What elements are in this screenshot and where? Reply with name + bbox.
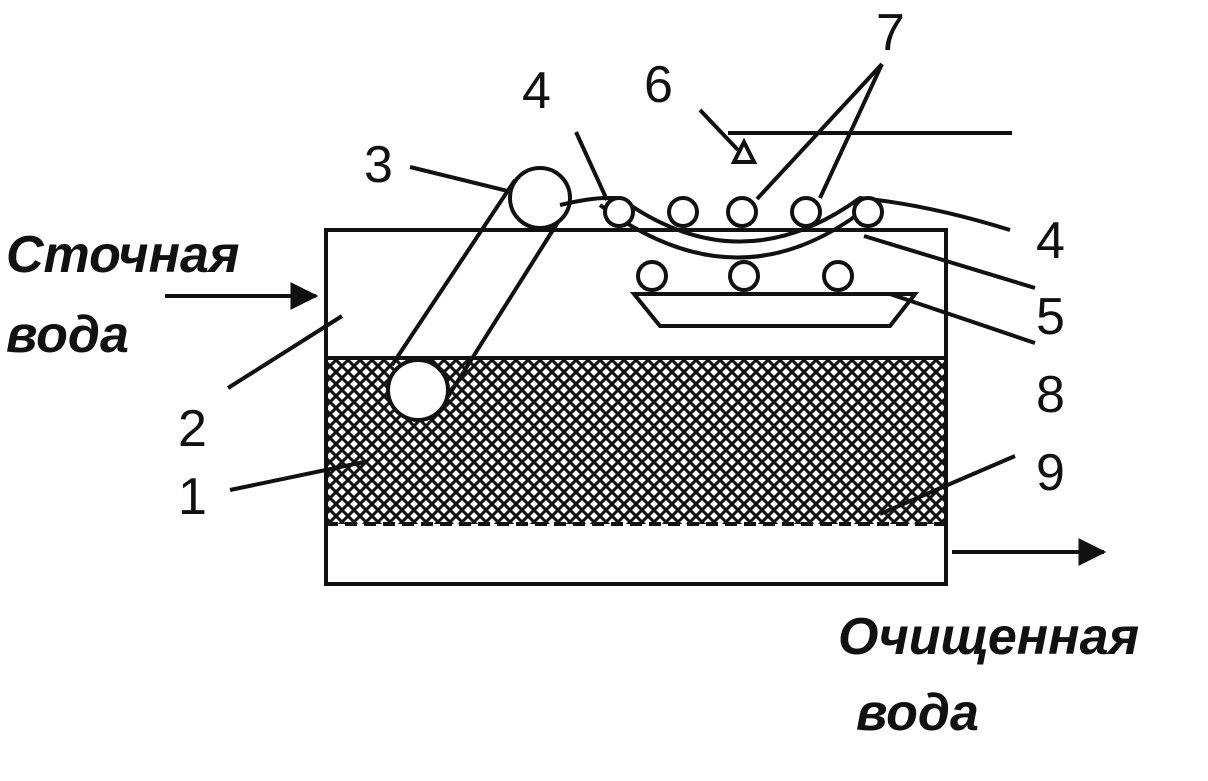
roller	[603, 196, 635, 228]
callout-9: 9	[1036, 444, 1065, 502]
callout-4-right: 4	[1036, 212, 1065, 270]
callout-2: 2	[178, 400, 207, 458]
callout-7: 7	[876, 4, 905, 62]
top-belt	[559, 195, 1011, 244]
leader-2	[226, 314, 344, 390]
callout-6: 6	[644, 56, 673, 114]
leader-8	[889, 292, 1036, 345]
roller	[667, 196, 699, 228]
conveyor-belt-right	[442, 220, 560, 405]
tray-roller	[728, 260, 760, 292]
conveyor-belt-left	[390, 178, 517, 367]
water-level-marker	[730, 137, 758, 164]
roller	[726, 196, 758, 228]
callout-4-left: 4	[522, 62, 551, 120]
outlet-label-line1: Очищенная	[838, 608, 1139, 666]
roller	[790, 196, 822, 228]
outlet-label-line2: вода	[856, 684, 979, 742]
callout-3: 3	[364, 136, 393, 194]
leader-3	[409, 165, 513, 194]
callout-1: 1	[178, 468, 207, 526]
leader-5	[863, 234, 1036, 290]
leader-7a	[755, 62, 884, 201]
callout-5: 5	[1036, 288, 1065, 346]
callout-8: 8	[1036, 366, 1065, 424]
inlet-label-line2: вода	[6, 306, 129, 364]
leader-9	[879, 454, 1016, 516]
leader-4-left	[574, 131, 609, 201]
inlet-label-line1: Сточная	[6, 226, 240, 284]
tray-roller	[822, 260, 854, 292]
curved-tray	[598, 203, 872, 260]
collection-tray	[629, 292, 920, 328]
roller	[852, 196, 884, 228]
tray-roller	[636, 260, 668, 292]
leader-7b	[818, 63, 884, 199]
upper-pulley	[508, 166, 572, 230]
leader-6	[698, 108, 740, 152]
leader-1	[229, 460, 365, 492]
lower-pulley	[386, 358, 450, 422]
